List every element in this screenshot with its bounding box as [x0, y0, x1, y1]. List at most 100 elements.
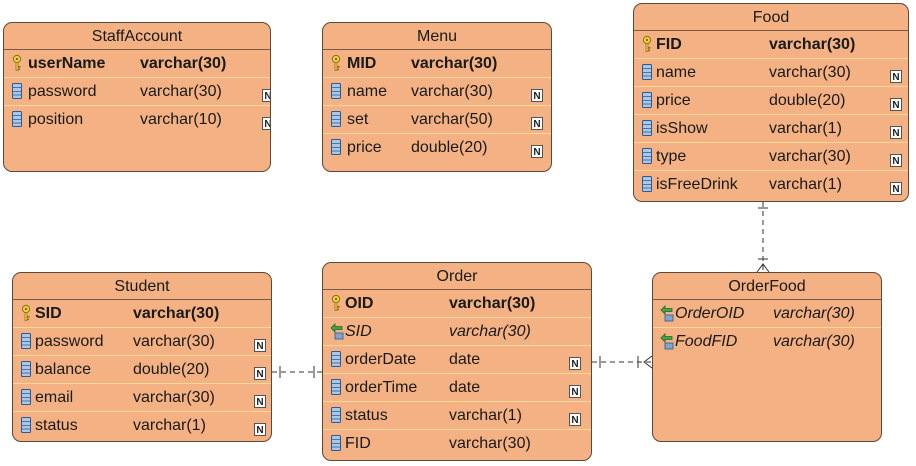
column-name: email	[35, 389, 74, 406]
not-null-icon: N	[890, 177, 902, 195]
not-null-marker: N	[571, 359, 578, 370]
column-type: varchar(30)	[411, 55, 498, 72]
column-name: SID	[35, 305, 62, 322]
not-null-icon: N	[254, 418, 266, 436]
entity-title: Menu	[323, 23, 551, 50]
not-null-marker: N	[892, 72, 899, 83]
not-null-marker: N	[256, 397, 263, 408]
column-icon	[330, 138, 342, 156]
column-name: orderDate	[345, 351, 417, 368]
not-null-icon: N	[531, 112, 543, 130]
column-icon	[330, 82, 342, 100]
column-name: name	[656, 64, 697, 81]
not-null-marker: N	[256, 425, 263, 436]
column-name: type	[656, 148, 687, 165]
column-name: MID	[347, 55, 377, 72]
not-null-icon: N	[890, 65, 902, 83]
column-row[interactable]: email varchar(30) N	[13, 383, 271, 411]
column-type: date	[449, 379, 481, 396]
column-type: varchar(30)	[449, 295, 536, 312]
not-null-marker: N	[892, 156, 899, 167]
column-row[interactable]: status varchar(1) N	[13, 411, 271, 439]
relationship-student-order[interactable]	[272, 366, 322, 378]
column-name: isFreeDrink	[656, 176, 738, 193]
column-type: varchar(30)	[133, 389, 215, 406]
column-name: price	[347, 139, 382, 156]
column-name: orderTime	[345, 379, 418, 396]
column-icon	[11, 110, 23, 128]
column-row[interactable]: MID varchar(30)	[323, 50, 551, 77]
column-type: varchar(30)	[140, 83, 222, 100]
relationship-food-orderfood[interactable]	[756, 202, 770, 273]
column-icon	[20, 416, 32, 434]
column-type: double(20)	[133, 361, 210, 378]
entity-title: Order	[323, 263, 591, 290]
column-name: userName	[28, 55, 106, 72]
column-icon	[330, 434, 342, 452]
column-icon	[20, 332, 32, 350]
column-type: varchar(30)	[773, 333, 855, 350]
not-null-marker: N	[264, 119, 271, 130]
key-icon	[330, 294, 342, 312]
not-null-icon: N	[569, 352, 581, 370]
crowfoot-many	[643, 355, 653, 369]
column-type: varchar(30)	[769, 36, 856, 53]
column-row[interactable]: OID varchar(30)	[323, 290, 591, 317]
not-null-icon: N	[262, 84, 270, 102]
column-type: varchar(10)	[140, 111, 222, 128]
column-icon	[641, 175, 653, 193]
not-null-icon: N	[262, 112, 270, 130]
column-icon	[330, 378, 342, 396]
entity-title: OrderFood	[653, 273, 881, 300]
column-name: status	[35, 417, 78, 434]
column-name: balance	[35, 361, 92, 378]
entity-title: Student	[13, 273, 271, 300]
not-null-marker: N	[892, 128, 899, 139]
relationship-order-orderfood[interactable]	[592, 355, 653, 369]
column-name: status	[345, 407, 388, 424]
column-name: OID	[345, 295, 374, 312]
foreign-key-icon	[660, 304, 674, 322]
key-icon	[641, 35, 653, 53]
not-null-icon: N	[890, 93, 902, 111]
entity-title: StaffAccount	[4, 23, 270, 50]
column-type: varchar(1)	[133, 417, 206, 434]
column-name: FID	[345, 435, 371, 452]
foreign-key-icon	[330, 322, 344, 340]
column-row[interactable]: orderTime date N	[323, 373, 591, 401]
column-type: varchar(50)	[411, 111, 493, 128]
column-type: varchar(30)	[449, 323, 531, 340]
column-icon	[641, 63, 653, 81]
column-icon	[641, 91, 653, 109]
not-null-icon: N	[569, 380, 581, 398]
not-null-marker: N	[571, 415, 578, 426]
